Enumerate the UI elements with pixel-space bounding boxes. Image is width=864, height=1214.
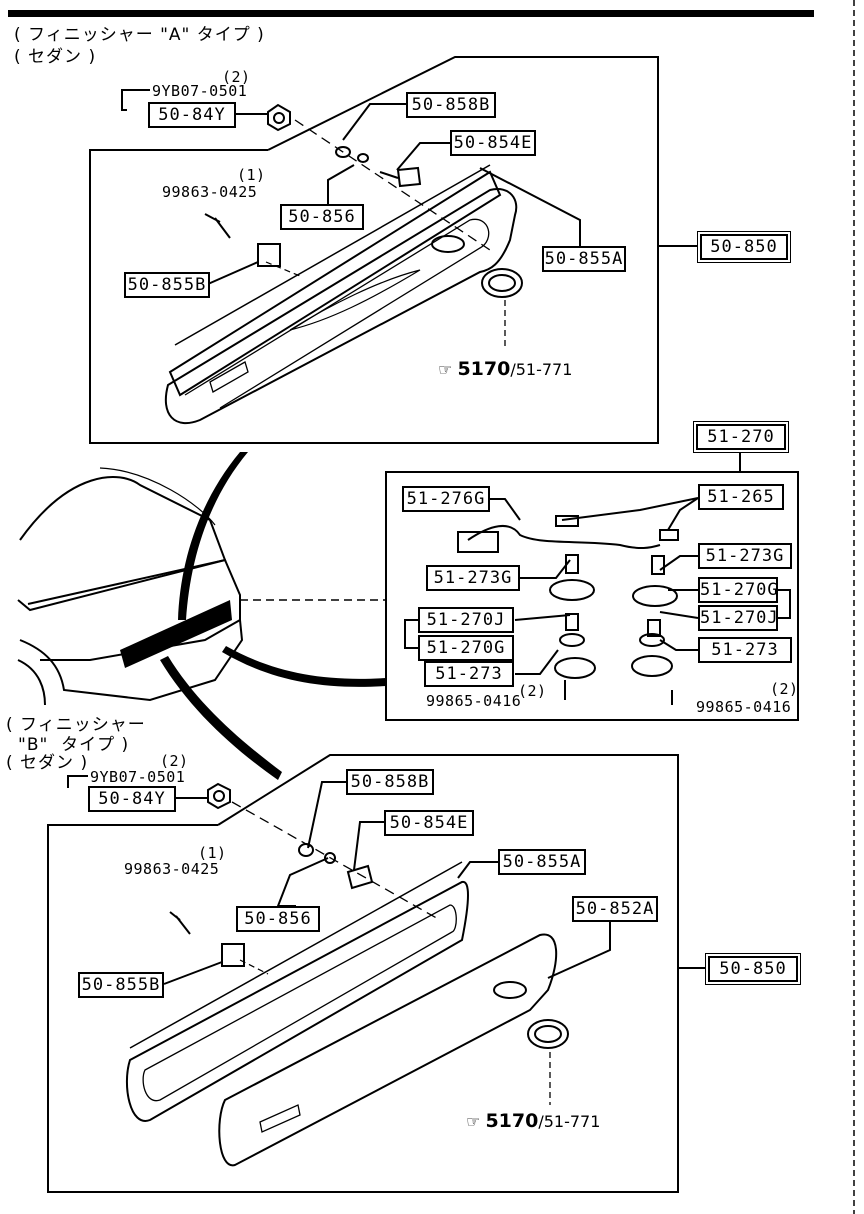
part-box-lamp-bulb-l2: 51-270G xyxy=(418,635,514,661)
section-b-title: ( フィニッシャー xyxy=(6,715,146,735)
part-box-a-assembly: 50-850 xyxy=(700,234,788,260)
finisher-b-panel xyxy=(218,933,558,1167)
screw-qty-a: (1) xyxy=(237,166,266,184)
section-b-subtitle-2: ( セダン ) xyxy=(6,753,89,773)
part-box-lamp-clip: 51-265 xyxy=(698,484,784,510)
screw-partno-a: 99863-0425 xyxy=(162,183,258,201)
reference-a: ☞ 5170/51-771 xyxy=(438,358,573,380)
part-box-lamp-gasket-l: 51-273G xyxy=(426,565,520,591)
top-rule xyxy=(8,10,814,17)
section-a-subtitle: ( セダン ) xyxy=(14,47,97,67)
part-box-b-finisher: 50-852A xyxy=(572,896,658,922)
nut-partno-b: 9YB07-0501 xyxy=(90,768,186,786)
screw-qty-b: (1) xyxy=(198,844,227,862)
part-box-b-nut: 50-84Y xyxy=(88,786,176,812)
section-b-frame xyxy=(47,754,679,1193)
part-box-a-washer: 50-858B xyxy=(406,92,496,118)
part-box-lamp-bulb-l1: 51-270J xyxy=(418,607,514,633)
part-box-lamp-lens-l: 51-273 xyxy=(424,661,514,687)
part-box-lamp-gasket-r: 51-273G xyxy=(698,543,792,569)
part-box-a-plug: 50-854E xyxy=(450,130,536,156)
part-box-lamp-bulb-r2: 51-270J xyxy=(698,605,778,631)
lamp-frame xyxy=(385,471,799,721)
part-box-b-clip: 50-855B xyxy=(78,972,164,998)
part-box-lamp-lens-r: 51-273 xyxy=(698,637,792,663)
nut-qty-a: (2) xyxy=(222,68,251,86)
lamp-screw-qty-r: (2) xyxy=(770,680,799,698)
part-box-b-seal: 50-856 xyxy=(236,906,320,932)
lamp-harness xyxy=(467,524,661,549)
finisher-location-mark xyxy=(120,600,232,668)
callout-arc-lamp xyxy=(222,646,386,687)
lamp-screw-partno-r: 99865-0416 xyxy=(696,698,792,716)
part-box-a-seal: 50-856 xyxy=(280,204,364,230)
callout-arc-lower xyxy=(160,656,282,780)
finisher-a-panel xyxy=(168,170,502,397)
car-hood-outline xyxy=(17,476,227,612)
part-box-lamp-socket: 51-276G xyxy=(402,486,490,512)
part-box-lamp-assembly: 51-270 xyxy=(696,424,786,450)
part-box-b-retainer: 50-855A xyxy=(498,849,586,875)
part-box-b-washer: 50-858B xyxy=(346,769,434,795)
section-a-title: ( フィニッシャー "A" タイプ ) xyxy=(14,25,265,45)
part-box-b-plug: 50-854E xyxy=(384,810,474,836)
part-box-lamp-bulb-r1: 51-270G xyxy=(698,577,778,603)
part-box-b-assembly: 50-850 xyxy=(708,956,798,982)
finisher-b-retainer xyxy=(126,880,469,1122)
part-box-a-finisher: 50-855A xyxy=(542,246,626,272)
part-box-a-nut: 50-84Y xyxy=(148,102,236,128)
part-box-a-clip: 50-855B xyxy=(124,272,210,298)
nut-partno-a: 9YB07-0501 xyxy=(152,82,248,100)
lamp-screw-qty-l: (2) xyxy=(518,682,547,700)
lamp-screw-partno-l: 99865-0416 xyxy=(426,692,522,710)
nut-qty-b: (2) xyxy=(160,752,189,770)
screw-partno-b: 99863-0425 xyxy=(124,860,220,878)
right-edge-marks xyxy=(853,0,855,1214)
reference-b: ☞ 5170/51-771 xyxy=(466,1110,601,1132)
callout-arc-upper xyxy=(178,452,248,620)
section-a-frame xyxy=(89,56,659,444)
section-b-subtitle: "B" タイプ ) xyxy=(18,735,130,755)
